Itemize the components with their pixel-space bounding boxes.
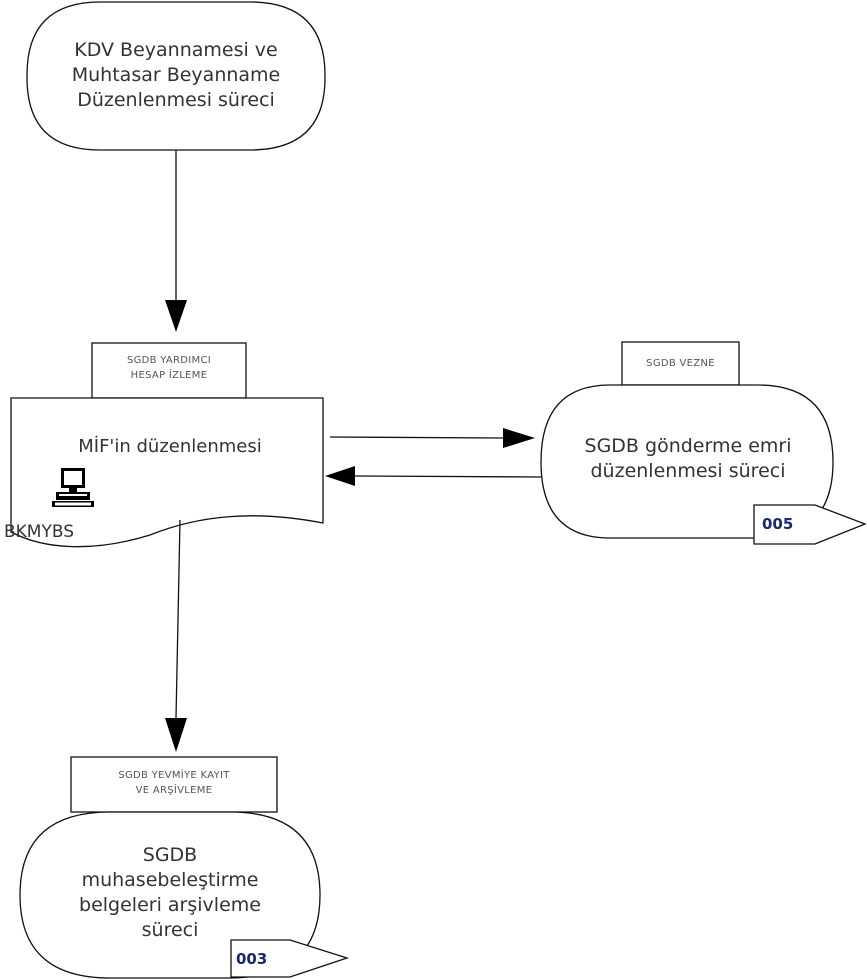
mif-process-label: MİF'in düzenlenmesi — [78, 436, 262, 457]
archive-offpage-reference — [230, 939, 350, 978]
start-process-label: KDV Beyannamesi ve Muhtasar Beyanname Dü… — [71, 39, 281, 111]
archive-reference-number: 003 — [236, 950, 268, 968]
computer-icon — [52, 468, 94, 507]
archive-process-shape — [19, 811, 321, 979]
mif-document-shape — [10, 397, 324, 548]
connector-mif-to-vezne — [329, 436, 504, 439]
system-label-bkmybs: BKMYBS — [4, 522, 75, 542]
vezne-offpage-reference — [753, 504, 867, 545]
connector-vezne-to-mif — [354, 475, 542, 478]
mif-role-box — [91, 342, 247, 399]
arrowhead-mif-to-vezne — [503, 428, 535, 448]
arrowhead-mif-to-archive — [165, 718, 187, 752]
archive-role-label: SGDB YEVMİYE KAYIT VE ARŞİVLEME — [118, 770, 230, 796]
vezne-role-label: SGDB VEZNE — [646, 358, 715, 369]
start-process-shape — [26, 1, 326, 151]
archive-process-label: SGDB muhasebeleştirme belgeleri arşivlem… — [79, 844, 261, 941]
connector-mif-to-archive — [175, 519, 181, 719]
vezne-role-box — [621, 341, 740, 386]
vezne-reference-number: 005 — [762, 515, 794, 533]
arrowhead-start-to-mif — [165, 300, 187, 332]
arrowhead-vezne-to-mif — [325, 466, 355, 486]
mif-role-label: SGDB YARDIMCI HESAP İZLEME — [126, 355, 212, 381]
vezne-process-label: SGDB gönderme emri düzenlenmesi süreci — [584, 435, 792, 482]
